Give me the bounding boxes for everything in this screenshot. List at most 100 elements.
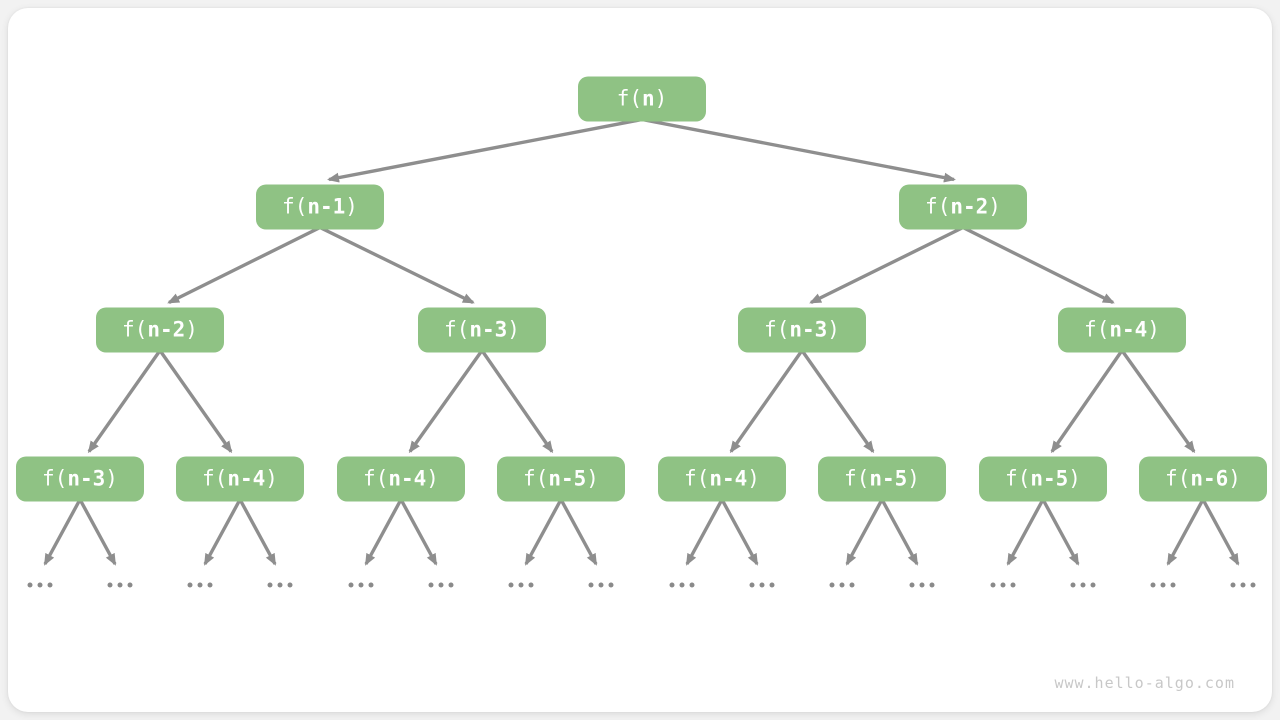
- node-label-arg: n-2: [950, 194, 989, 219]
- ellipsis-dot: [1250, 582, 1256, 588]
- node-label-arg: n-3: [469, 317, 508, 342]
- node-label-suffix: ): [1147, 317, 1160, 342]
- ellipsis-leaf: [1070, 582, 1096, 588]
- tree-node-f(n): f(n): [578, 76, 706, 122]
- ellipsis-dot: [1240, 582, 1246, 588]
- ellipsis-dot: [929, 582, 935, 588]
- ellipsis-dot: [919, 582, 925, 588]
- tree-node-f(n-4): f(n-4): [658, 456, 786, 502]
- ellipsis-leaf: [428, 582, 454, 588]
- node-label-suffix: ): [988, 194, 1001, 219]
- ellipsis-dot: [839, 582, 845, 588]
- ellipsis-dot: [528, 582, 534, 588]
- node-label-suffix: ): [1068, 466, 1081, 491]
- tree-node-f(n-5): f(n-5): [818, 456, 946, 502]
- ellipsis-dot: [749, 582, 755, 588]
- tree-node-f(n-5): f(n-5): [497, 456, 625, 502]
- node-label-prefix: f(: [523, 466, 549, 491]
- ellipsis-leaf: [267, 582, 293, 588]
- ellipsis-dot: [829, 582, 835, 588]
- tree-node-f(n-5): f(n-5): [979, 456, 1107, 502]
- ellipsis-dot: [47, 582, 53, 588]
- node-label-prefix: f(: [1084, 317, 1110, 342]
- node-label-arg: n-1: [307, 194, 346, 219]
- ellipsis-dot: [909, 582, 915, 588]
- node-label-suffix: ): [654, 86, 668, 111]
- node-label-suffix: ): [827, 317, 840, 342]
- ellipsis-dot: [1090, 582, 1096, 588]
- node-label-suffix: ): [507, 317, 520, 342]
- node-label-prefix: f(: [1005, 466, 1031, 491]
- ellipsis-leaf: [1150, 582, 1176, 588]
- tree-node-f(n-2): f(n-2): [96, 307, 224, 353]
- node-label-arg: n-4: [709, 466, 748, 491]
- node-label-arg: n-4: [227, 466, 266, 491]
- tree-node-f(n-4): f(n-4): [1058, 307, 1186, 353]
- node-label-arg: n-3: [789, 317, 828, 342]
- node-label-prefix: f(: [202, 466, 228, 491]
- ellipsis-dot: [669, 582, 675, 588]
- node-label-arg: n: [641, 86, 655, 111]
- ellipsis-dot: [588, 582, 594, 588]
- ellipsis-dot: [107, 582, 113, 588]
- node-label-prefix: f(: [616, 86, 642, 111]
- node-label-arg: n-5: [1030, 466, 1069, 491]
- ellipsis-dot: [518, 582, 524, 588]
- ellipsis-dot: [1000, 582, 1006, 588]
- ellipsis-leaf: [187, 582, 213, 588]
- ellipsis-leaf: [749, 582, 775, 588]
- ellipsis-dot: [277, 582, 283, 588]
- ellipsis-leaf: [990, 582, 1016, 588]
- node-label-prefix: f(: [363, 466, 389, 491]
- node-label-arg: n-5: [548, 466, 587, 491]
- ellipsis-dot: [679, 582, 685, 588]
- ellipsis-dot: [1070, 582, 1076, 588]
- ellipsis-leaf: [508, 582, 534, 588]
- ellipsis-leaf: [107, 582, 133, 588]
- node-label-prefix: f(: [764, 317, 790, 342]
- tree-node-f(n-3): f(n-3): [738, 307, 866, 353]
- ellipsis-dot: [598, 582, 604, 588]
- ellipsis-dot: [849, 582, 855, 588]
- node-label-arg: n-3: [67, 466, 106, 491]
- node-label-suffix: ): [185, 317, 198, 342]
- tree-node-f(n-1): f(n-1): [256, 184, 384, 230]
- ellipsis-dot: [508, 582, 514, 588]
- node-label-suffix: ): [345, 194, 358, 219]
- node-label-prefix: f(: [282, 194, 308, 219]
- ellipsis-leaf: [588, 582, 614, 588]
- ellipsis-dot: [197, 582, 203, 588]
- tree-node-f(n-2): f(n-2): [899, 184, 1027, 230]
- ellipsis-dot: [428, 582, 434, 588]
- tree-node-f(n-6): f(n-6): [1139, 456, 1267, 502]
- node-label-arg: n-4: [388, 466, 427, 491]
- ellipsis-dot: [448, 582, 454, 588]
- ellipsis-dot: [1080, 582, 1086, 588]
- ellipsis-dot: [769, 582, 775, 588]
- ellipsis-dot: [267, 582, 273, 588]
- ellipsis-dot: [1010, 582, 1016, 588]
- ellipsis-dot: [348, 582, 354, 588]
- ellipsis-dot: [37, 582, 43, 588]
- ellipsis-dot: [1150, 582, 1156, 588]
- ellipsis-dot: [1160, 582, 1166, 588]
- node-label-arg: n-2: [147, 317, 186, 342]
- node-label-prefix: f(: [684, 466, 710, 491]
- ellipsis-dot: [689, 582, 695, 588]
- ellipsis-leaf: [348, 582, 374, 588]
- ellipsis-leaf: [669, 582, 695, 588]
- ellipsis-dot: [990, 582, 996, 588]
- ellipsis-dot: [1230, 582, 1236, 588]
- ellipsis-dot: [438, 582, 444, 588]
- tree-node-f(n-3): f(n-3): [16, 456, 144, 502]
- ellipsis-leaf: [909, 582, 935, 588]
- ellipsis-dot: [187, 582, 193, 588]
- node-label-prefix: f(: [844, 466, 870, 491]
- tree-node-f(n-4): f(n-4): [337, 456, 465, 502]
- node-label-suffix: ): [586, 466, 599, 491]
- ellipsis-dot: [358, 582, 364, 588]
- node-label-prefix: f(: [122, 317, 148, 342]
- ellipsis-dot: [608, 582, 614, 588]
- node-label-prefix: f(: [42, 466, 68, 491]
